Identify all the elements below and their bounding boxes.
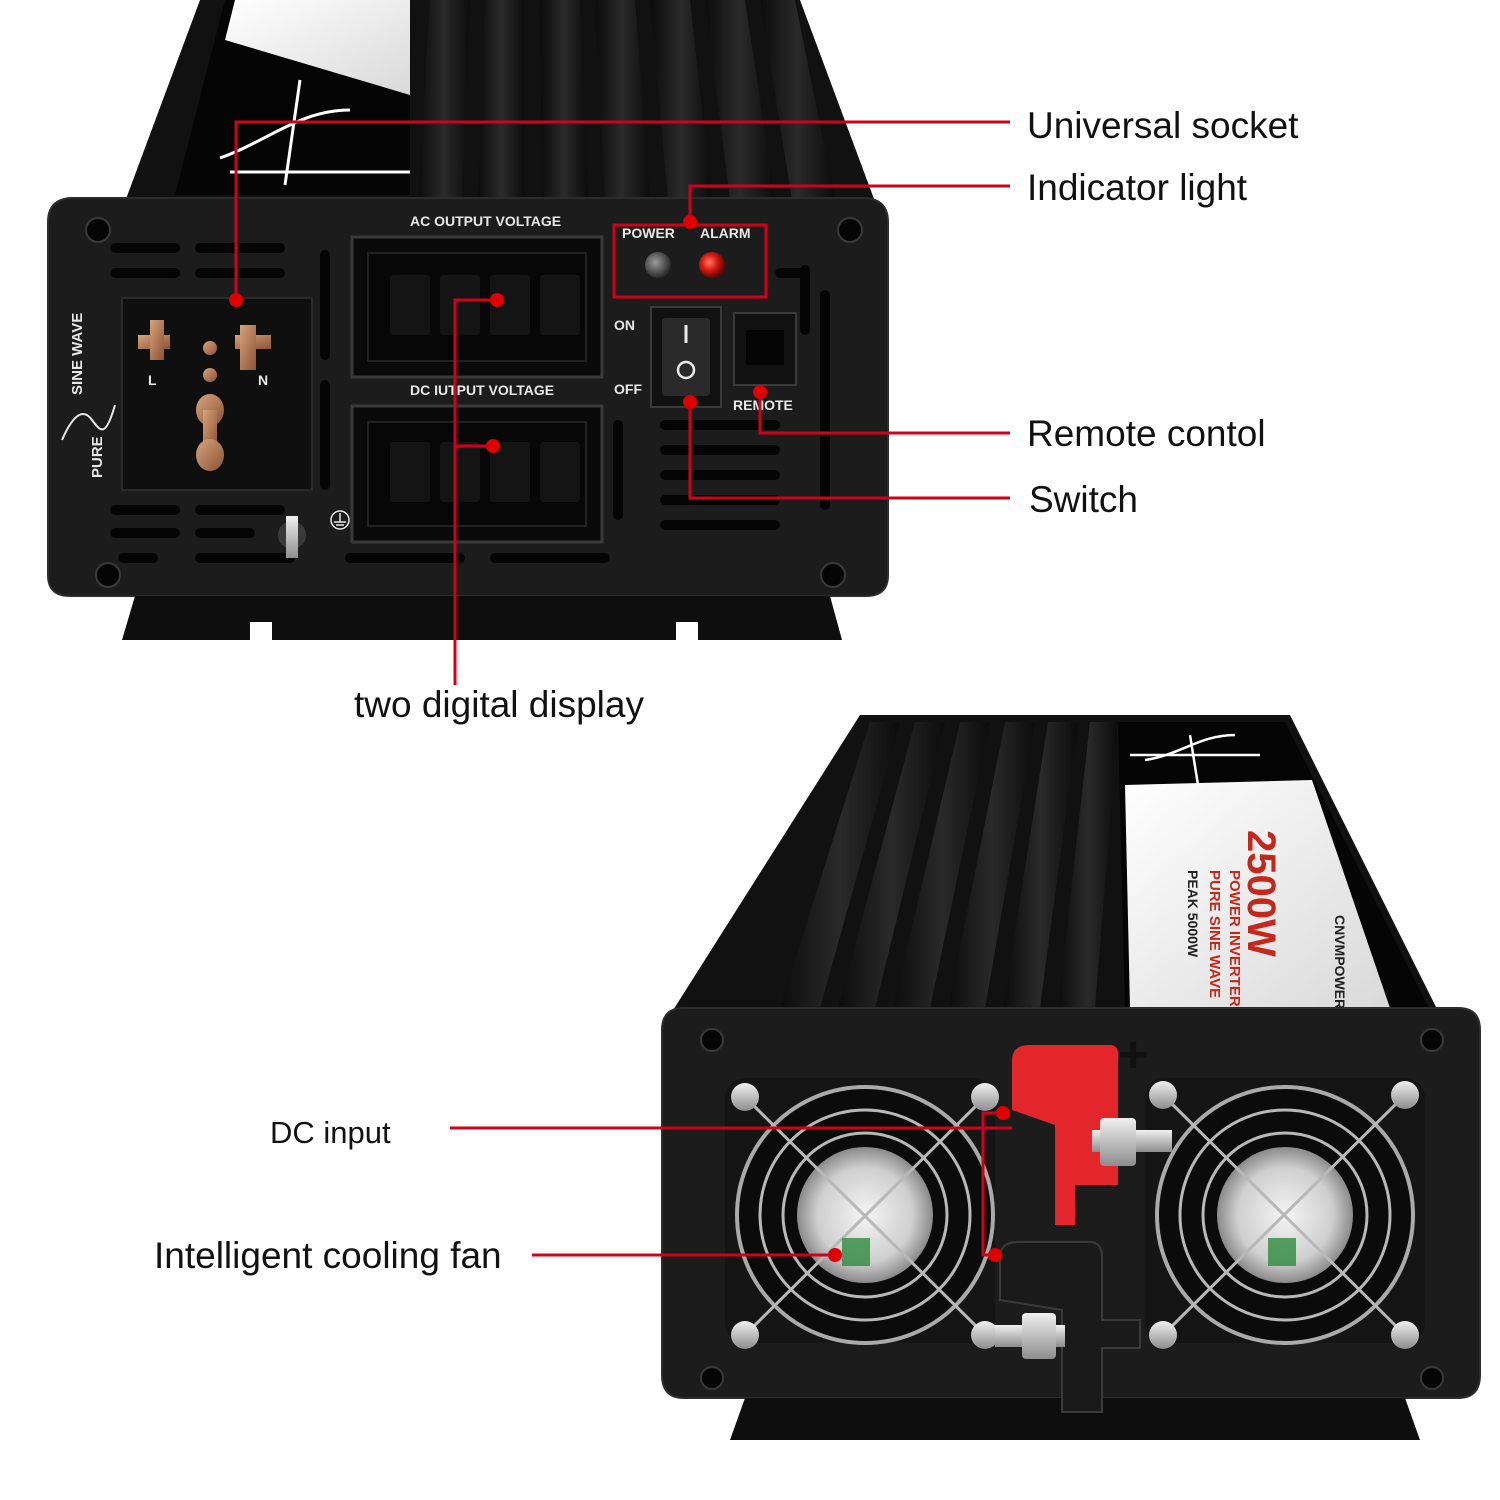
sine-wave-icon xyxy=(61,404,116,441)
socket-right-label: N xyxy=(258,372,268,388)
alarm-indicator-light xyxy=(699,252,725,278)
ac-display-label: AC OUTPUT VOLTAGE xyxy=(410,213,561,229)
front-unit: SINE WAVE PURE L N xyxy=(47,0,889,640)
power-indicator-light xyxy=(645,252,671,278)
callout-remote-control: Remote contol xyxy=(1027,413,1266,454)
callout-cooling-fan: Intelligent cooling fan xyxy=(154,1235,502,1276)
product-label-text: 2500W POWER INVERTER PURE SINE WAVE PEAK… xyxy=(1185,830,1348,1009)
display-ghost-digits xyxy=(390,275,580,502)
callout-switch: Switch xyxy=(1029,479,1138,520)
positive-terminal xyxy=(1012,1045,1172,1225)
screw-icon xyxy=(85,217,863,588)
on-label: ON xyxy=(614,317,635,333)
rear-label-white xyxy=(1125,780,1390,1008)
side-text-line2: PURE xyxy=(89,436,106,478)
callout-indicator-light: Indicator light xyxy=(1027,167,1248,208)
callout-labels: Universal socket Indicator light Remote … xyxy=(154,105,1299,1276)
top-label-white xyxy=(225,0,410,95)
heatsink-fins xyxy=(418,0,835,200)
screw-icon xyxy=(700,1028,1444,1390)
wattage-label: 2500W xyxy=(1239,830,1283,957)
peak-label: PEAK 5000W xyxy=(1185,870,1201,958)
power-label: POWER xyxy=(622,225,675,241)
callout-universal-socket: Universal socket xyxy=(1027,105,1299,146)
vent-slots xyxy=(110,243,830,563)
heatsink-fins xyxy=(780,722,1118,1008)
off-label: OFF xyxy=(614,381,642,397)
mounting-foot xyxy=(122,596,842,640)
remote-label: REMOTE xyxy=(733,397,793,413)
plus-sign: + xyxy=(1118,1026,1148,1084)
product-line2: PURE SINE WAVE xyxy=(1206,870,1223,998)
sine-wave-icon xyxy=(1130,733,1260,786)
callout-digital-display: two digital display xyxy=(354,684,644,725)
ground-icon xyxy=(330,510,350,530)
fan-icon xyxy=(725,1078,999,1349)
alarm-label: ALARM xyxy=(700,225,751,241)
brand-label: CNVMPOWER xyxy=(1332,915,1348,1009)
negative-terminal xyxy=(995,1241,1141,1413)
ground-stud xyxy=(278,510,350,558)
dc-display-label: DC IUTPUT VOLTAGE xyxy=(410,382,554,398)
rocker-switch[interactable] xyxy=(650,306,722,408)
side-text-line1: SINE WAVE xyxy=(69,313,86,395)
product-line1: POWER INVERTER xyxy=(1226,870,1243,1007)
universal-socket: L N xyxy=(121,297,313,491)
rear-unit: 2500W POWER INVERTER PURE SINE WAVE PEAK… xyxy=(661,715,1481,1440)
callout-dots xyxy=(229,215,1010,1262)
rear-foot xyxy=(730,1398,1420,1440)
side-text: SINE WAVE PURE xyxy=(61,313,116,478)
socket-left-label: L xyxy=(148,372,157,388)
callout-dc-input: DC input xyxy=(270,1115,391,1150)
fan-icon xyxy=(1145,1078,1425,1349)
remote-port[interactable] xyxy=(733,312,797,386)
